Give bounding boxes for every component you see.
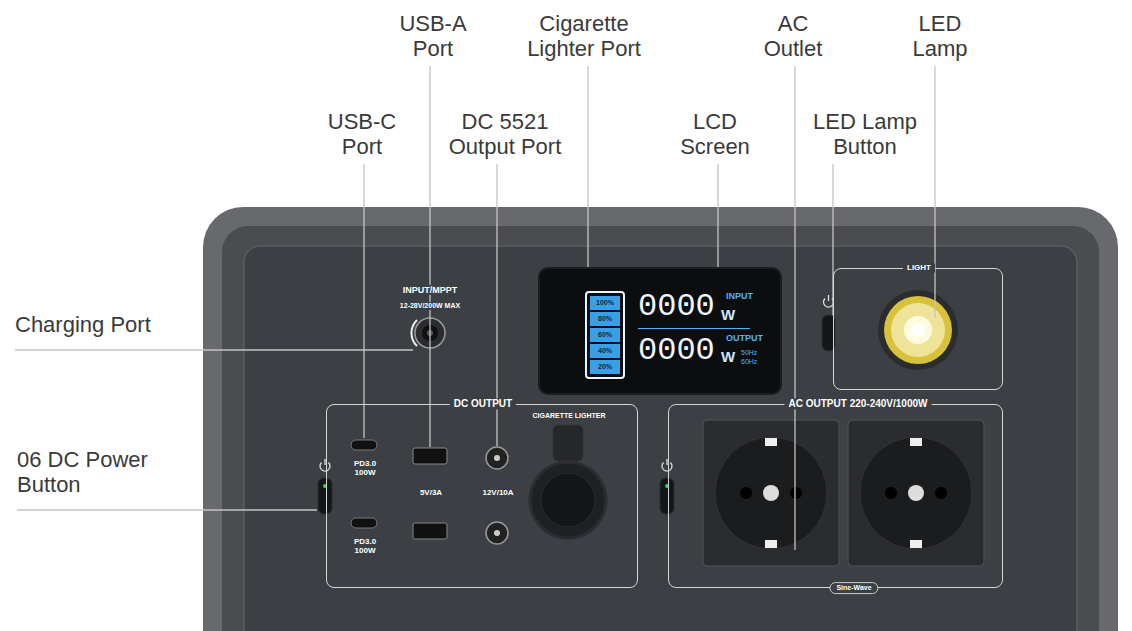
waveform-badge: Sine-Wave	[829, 582, 878, 594]
battery-level: 20%	[590, 360, 620, 374]
lcd-unit: W	[721, 307, 735, 324]
ac-socket-hole	[885, 487, 897, 499]
port-name: CIGARETTE LIGHTER	[530, 412, 607, 420]
power-symbol	[662, 459, 672, 471]
callout-label: USB-A Port	[388, 12, 478, 61]
lcd-frequency: 60Hz	[741, 358, 757, 366]
housing-face	[222, 226, 1099, 631]
battery-level: 80%	[590, 312, 620, 326]
ac-output-panel: AC OUTPUT 220-240V/1000WSine-Wave	[668, 404, 1003, 588]
battery-level: 40%	[590, 344, 620, 358]
housing-shell	[203, 207, 1118, 631]
dc5521-port	[486, 522, 508, 544]
ac-socket	[715, 437, 827, 549]
leader-line	[934, 66, 935, 318]
lcd-input-label: INPUT	[726, 291, 753, 301]
output-watts: 0000	[638, 333, 715, 369]
panel-title: LIGHT	[903, 264, 935, 273]
led-lamp-glow	[904, 316, 932, 344]
ac-earth-clip	[765, 540, 777, 548]
leader-line	[429, 66, 430, 447]
ac-socket-hole	[935, 487, 947, 499]
battery-level: 60%	[590, 328, 620, 342]
callout-label: USB-C Port	[317, 110, 407, 159]
power-symbol	[824, 295, 834, 307]
ac-earth-clip	[910, 438, 922, 446]
dc-output-panel: DC OUTPUTPD3.0 100W5V/3A12V/10APD3.0 100…	[326, 404, 638, 588]
ac-socket-hole	[740, 487, 752, 499]
usb-a-port	[413, 448, 447, 464]
lcd-frequency: 50Hz	[741, 349, 757, 357]
cigarette-socket-inner	[541, 473, 595, 527]
cigarette-cap	[553, 425, 583, 461]
panel-title: DC OUTPUT	[450, 398, 516, 409]
ac-earth-clip	[910, 540, 922, 548]
leader-line	[717, 164, 718, 284]
led-lamp-ring	[884, 296, 952, 364]
usb-c-port	[351, 440, 377, 450]
battery-level: 100%	[590, 296, 620, 310]
leader-line	[17, 509, 317, 510]
lcd-unit: W	[721, 349, 735, 366]
power-symbol	[320, 459, 330, 471]
ac-socket	[860, 437, 972, 549]
port-rating: 12-28V/200W MAX	[397, 302, 463, 310]
ac-earth-clip	[765, 438, 777, 446]
ac-power-button	[660, 478, 674, 514]
leader-line	[794, 66, 795, 550]
callout-label: Charging Port	[15, 313, 235, 338]
callout-label: 06 DC Power Button	[17, 448, 152, 497]
dc-power-button	[318, 478, 332, 514]
callout-label: Cigarette Lighter Port	[509, 12, 659, 61]
callout-label: LED Lamp	[900, 12, 980, 61]
charging-port-arc	[411, 320, 417, 346]
port-rating: 12V/10A	[482, 489, 513, 498]
dc5521-pin	[494, 455, 500, 461]
lcd-output-label: OUTPUT	[726, 333, 763, 343]
leader-line	[15, 349, 413, 350]
dc5521-port	[486, 447, 508, 469]
callout-label: LCD Screen	[665, 110, 765, 159]
dc5521-pin	[494, 530, 500, 536]
light-panel: LIGHT	[833, 268, 1003, 390]
lcd-screen: 0000INPUTW0000OUTPUTW50Hz60Hz100%80%60%4…	[538, 267, 782, 395]
cigarette-socket	[530, 462, 606, 538]
front-panel	[244, 246, 1077, 631]
ac-socket-hole	[790, 487, 802, 499]
lcd-divider	[638, 328, 750, 329]
ac-socket-screw	[763, 485, 779, 501]
led-lamp-lens	[891, 303, 945, 357]
ac-socket-screw	[908, 485, 924, 501]
port-rating: PD3.0 100W	[349, 538, 381, 556]
ac-socket-plate	[848, 420, 984, 566]
port-rating: 5V/3A	[420, 489, 442, 498]
panel-title: AC OUTPUT 220-240V/1000W	[785, 398, 932, 409]
port-title: INPUT/MPPT	[400, 285, 461, 295]
usb-a-port	[413, 523, 447, 539]
battery-gauge: 100% 80% 60% 40% 20%	[585, 291, 625, 379]
leader-lines	[15, 66, 935, 550]
input-watts: 0000	[638, 289, 715, 325]
leader-line	[363, 164, 364, 438]
callout-label: LED Lamp Button	[795, 110, 935, 159]
ac-socket-plate	[703, 420, 839, 566]
led-lamp-bulb	[911, 323, 925, 337]
led-lamp-housing	[878, 290, 958, 370]
port-rating: PD3.0 100W	[349, 460, 381, 478]
callout-label: DC 5521 Output Port	[435, 110, 575, 159]
usb-c-port	[351, 518, 377, 528]
callout-label: AC Outlet	[753, 12, 833, 61]
